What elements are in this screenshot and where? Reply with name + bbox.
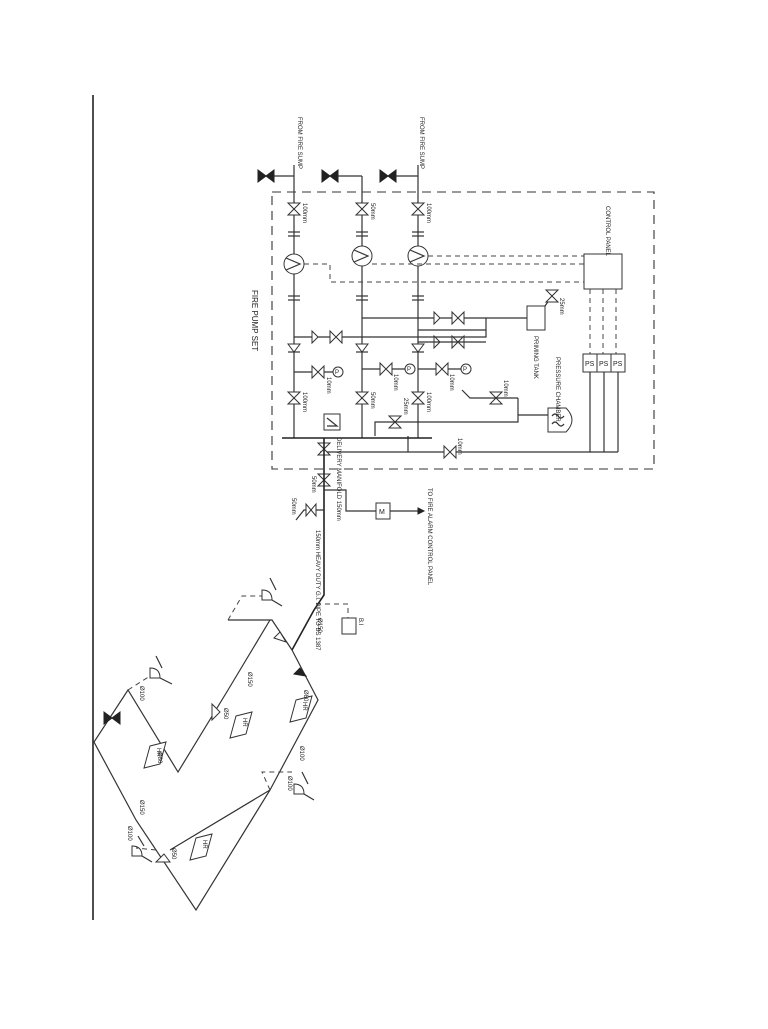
svg-text:PS: PS [599, 361, 609, 368]
pressure-chamber-label: PRESSURE CHAMBER [554, 357, 560, 422]
priming-tank [526, 305, 546, 331]
hose-reel-2: HR [289, 695, 313, 723]
riser-dia-label: Ø150 [316, 618, 322, 633]
suction-valve-3 [410, 202, 426, 216]
from-fire-sump-label-2: FROM FIRE SUMP [418, 117, 424, 169]
gauge-size-1: 10mm [325, 377, 331, 394]
foot-valve-1 [257, 169, 275, 183]
pipe-size-c: Ø50 [222, 708, 228, 720]
svg-text:HR: HR [301, 702, 307, 711]
main-riser [291, 438, 325, 651]
pressure-gauge-2: P [362, 361, 416, 377]
svg-text:P: P [335, 370, 339, 376]
network-valves [103, 631, 308, 725]
pipe-size-d: Ø100 [138, 686, 144, 701]
suction-valve-1 [286, 202, 302, 216]
flex-joints-suction [288, 231, 424, 237]
distribution-network [93, 619, 319, 912]
pipe-size-f: Ø100 [298, 746, 304, 761]
drain-valve-size: 10mm [502, 380, 508, 397]
pipe-size-h: Ø150 [138, 800, 144, 815]
pressure-gauge-1: P [294, 364, 344, 380]
discharge-valves [286, 391, 426, 405]
svg-text:HR: HR [155, 748, 161, 757]
suction-size-3: 100mm [425, 203, 431, 223]
priming-tank-valve [544, 289, 560, 307]
pressure-switch-3: PS [610, 353, 626, 373]
svg-text:PS: PS [585, 361, 595, 368]
priming-line-main [294, 317, 527, 338]
control-cable-1 [304, 263, 584, 283]
control-panel-box [583, 253, 623, 290]
foot-valve-2 [321, 169, 339, 183]
priming-valve-size: 25mm [558, 298, 564, 315]
pressure-switch-2: PS [596, 353, 612, 373]
gauge-size-3: 10mm [448, 374, 454, 391]
foot-valve-3 [379, 169, 397, 183]
hydrant-3 [261, 771, 315, 801]
main-pipe-label: 150mm HEAVY DUTY G.I. PIPE TO BS 1387 [314, 530, 320, 651]
breeching-inlet-label: B.I [357, 618, 363, 626]
discharge-size-1: 100mm [301, 392, 307, 412]
svg-text:P: P [463, 367, 467, 373]
suction-size-2: 50mm [369, 203, 375, 220]
discharge-size-2: 50mm [369, 392, 375, 409]
fire-pump-2 [351, 245, 373, 267]
hose-reel-4: HR [154, 833, 213, 863]
svg-text:HR: HR [201, 840, 207, 849]
pipe-size-i: Ø100 [126, 826, 132, 841]
priming-tank-label: PRIMING TANK [532, 336, 538, 379]
hydrant-4 [131, 835, 157, 863]
discharge-check-valves [287, 343, 425, 353]
discharge-size-3: 100mm [425, 392, 431, 412]
svg-text:HR: HR [241, 718, 247, 727]
flow-switch-label: M [379, 509, 385, 516]
suction-valve-2 [354, 202, 370, 216]
pressure-gauge-3: P [418, 361, 472, 377]
hose-reel-3: HR [143, 741, 167, 769]
fire-pump-set-label: FIRE PUMP SET [250, 290, 259, 351]
pipe-size-b: Ø80 [302, 690, 308, 702]
hydrant-1 [227, 577, 283, 621]
sensing-valve [443, 444, 457, 460]
pipe-size-a: Ø150 [246, 672, 252, 687]
hose-reel-1: HR [211, 702, 253, 739]
pressure-chamber-line [374, 414, 548, 436]
breeching-inlet-box [341, 617, 357, 635]
outlet-size: 50mm [310, 476, 316, 493]
manifold-indicator-glyph [326, 417, 339, 427]
chamber-drain-valve [488, 391, 504, 405]
chamber-drain [461, 389, 518, 399]
gauge-size-2: 10mm [392, 374, 398, 391]
hydrant-2 [127, 655, 173, 691]
fire-pump-1 [283, 253, 305, 275]
flow-switch-line [324, 489, 376, 512]
fire-alarm-label: TO FIRE ALARM CONTROL PANEL [426, 488, 432, 586]
sensing-valve-size: 10mm [456, 438, 462, 455]
chamber-isolation-valve [387, 415, 403, 429]
control-panel-label: CONTROL PANEL [604, 206, 610, 257]
delivery-manifold-label: DELIVERY MANIFOLD 150mm [335, 437, 341, 521]
pipe-size-j: Ø50 [170, 848, 176, 860]
pipe-size-e: Ø80 [156, 752, 162, 764]
suction-size-1: 100mm [301, 203, 307, 223]
svg-text:PS: PS [613, 361, 623, 368]
priming-valves [311, 310, 486, 350]
breeching-inlet-line [316, 603, 349, 618]
svg-text:P: P [407, 367, 411, 373]
pipe-size-g: Ø100 [286, 776, 292, 791]
fire-pump-3 [407, 245, 429, 267]
pressure-chamber-symbol [551, 413, 565, 427]
pressure-switch-1: PS [582, 353, 598, 373]
alarm-arrow [417, 507, 426, 515]
flex-joints-discharge [288, 295, 424, 301]
test-drain-size: 50mm [290, 498, 296, 515]
test-drain [295, 509, 324, 521]
chamber-valve-size: 25mm [402, 398, 408, 415]
from-fire-sump-label-1: FROM FIRE SUMP [296, 117, 302, 169]
test-drain-valve [305, 502, 317, 518]
